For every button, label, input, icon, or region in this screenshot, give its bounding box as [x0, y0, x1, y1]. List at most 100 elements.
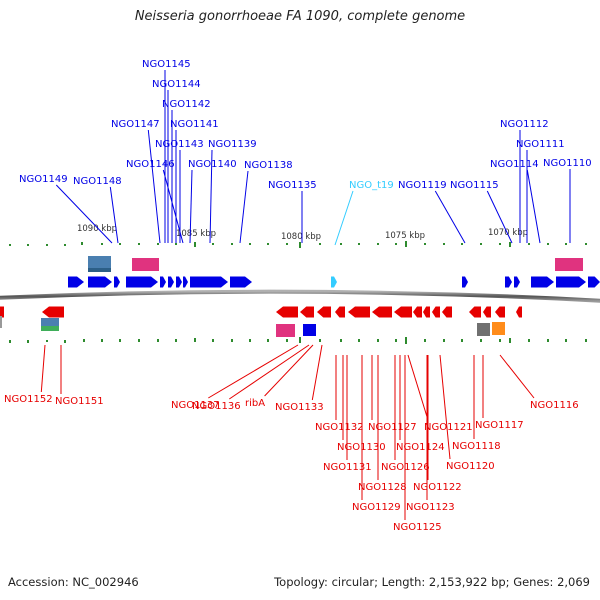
scale-tick-bottom — [299, 337, 301, 343]
gene-arrow-reverse — [423, 306, 430, 318]
scale-tick-bottom — [509, 338, 511, 343]
scale-tick-top — [480, 243, 482, 245]
gene-label-ngo1122: NGO1122 — [413, 355, 462, 493]
gene-leader-line — [40, 344, 46, 393]
gene-arrow-reverse — [516, 306, 522, 318]
gene-arrow-reverse — [469, 306, 481, 318]
gene-label-ngo1121: NGO1121 — [407, 354, 473, 433]
scale-tick-top — [46, 244, 48, 246]
gene-name-text: NGO1138 — [244, 160, 293, 171]
gene-label-ngo1132: NGO1132 — [315, 355, 364, 433]
feature-box — [132, 258, 159, 271]
gene-label-ngo1117: NGO1117 — [475, 355, 524, 431]
gene-arrow-reverse — [413, 306, 422, 318]
scale-tick-bottom — [212, 339, 214, 342]
gene-name-text: NGO1128 — [358, 482, 407, 493]
gene-arrow-forward — [190, 276, 228, 288]
gene-label-ngo1137: NGO1137 — [171, 344, 299, 411]
gene-arrow-forward — [462, 276, 468, 288]
gene-label-ngo1145: NGO1145 — [142, 59, 191, 243]
scale-label: 1090 kbp — [77, 224, 117, 234]
gene-name-text: NGO1114 — [490, 159, 539, 170]
gene-name-text: NGO1129 — [352, 502, 401, 513]
gene-leader-line — [264, 344, 314, 397]
scale-tick-top — [461, 243, 463, 245]
scale-tick-top — [319, 243, 321, 245]
gene-label-ngo1147: NGO1147 — [111, 119, 161, 244]
scale-tick-top — [405, 241, 407, 247]
gene-label-riba: ribA — [245, 344, 314, 409]
scale-tick-bottom — [424, 339, 426, 342]
gene-label-ngo1138: NGO1138 — [239, 160, 293, 244]
gene-label-ngo1136: NGO1136 — [192, 344, 310, 412]
gene-leader-line — [526, 169, 541, 244]
feature-box — [555, 258, 583, 271]
gene-label-ngo1149: NGO1149 — [19, 174, 113, 244]
gene-name-text: NGO1130 — [337, 442, 386, 453]
gene-label-ngo1124: NGO1124 — [396, 355, 445, 453]
gene-arrow-forward — [230, 276, 252, 288]
scale-tick-bottom — [119, 339, 121, 342]
gene-name-text: NGO1145 — [142, 59, 191, 70]
scale-tick-top — [101, 243, 103, 245]
scale-tick-bottom — [101, 339, 103, 342]
gene-leader-line — [55, 184, 113, 244]
gene-label-ngo1151: NGO1151 — [55, 345, 104, 407]
gene-name-text: NGO1132 — [315, 422, 364, 433]
gene-label-ngo1146: NGO1146 — [126, 159, 184, 244]
gene-arrow-reverse — [300, 306, 314, 318]
gene-leader-line — [209, 149, 213, 244]
scale-tick-top — [119, 243, 121, 245]
gene-name-text: NGO1149 — [19, 174, 68, 185]
feature-box — [88, 268, 111, 272]
gene-leader-line — [407, 354, 429, 421]
gene-leader-line — [109, 186, 119, 244]
scale-tick-top — [27, 244, 29, 246]
gene-arrow-reverse — [495, 306, 505, 318]
feature-box — [303, 324, 316, 336]
feature-box — [276, 324, 295, 337]
scale-tick-top — [212, 243, 214, 245]
scale-tick-top — [249, 243, 251, 245]
gene-arrow-forward — [556, 276, 586, 288]
gene-label-ngo1110: NGO1110 — [543, 158, 592, 243]
gene-name-text: NGO1140 — [188, 159, 237, 170]
scale-tick-bottom — [9, 340, 11, 343]
gene-leader-line — [147, 129, 161, 244]
gene-name-text: NGO1124 — [396, 442, 445, 453]
scale-tick-top — [299, 242, 301, 248]
gene-leader-line — [208, 344, 299, 399]
scale-tick-bottom — [480, 339, 482, 342]
gene-name-text: NGO1127 — [368, 422, 417, 433]
gene-name-text: NGO1131 — [323, 462, 372, 473]
gene-arrow-reverse — [372, 306, 392, 318]
gene-name-text: NGO1152 — [4, 394, 53, 405]
gene-name-text: NGO1141 — [170, 119, 219, 130]
feature-box — [41, 318, 59, 326]
scale-tick-top — [395, 243, 397, 245]
gene-label-ngo1139: NGO1139 — [208, 139, 257, 244]
gene-label-ngo1111: NGO1111 — [516, 139, 565, 243]
gene-label-ngo1152: NGO1152 — [4, 344, 53, 405]
gene-label-ngo1119: NGO1119 — [398, 180, 466, 244]
genome-backbone-line — [0, 289, 600, 303]
gene-leader-line — [239, 170, 249, 244]
scale-tick-top — [267, 243, 269, 245]
gene-arrow-reverse — [394, 306, 412, 318]
scale-tick-top — [528, 243, 530, 245]
scale-tick-bottom — [585, 339, 587, 342]
scale-tick-top — [157, 243, 159, 245]
feature-box — [88, 256, 111, 268]
scale-tick-bottom — [547, 339, 549, 342]
scale-tick-bottom — [27, 340, 29, 343]
scale-tick-top — [509, 242, 511, 247]
scale-tick-bottom — [340, 339, 342, 342]
gene-arrow-forward — [588, 276, 600, 288]
gene-arrow-forward — [176, 276, 182, 288]
scale-tick-top — [565, 243, 567, 245]
gene-arrow-forward — [126, 276, 158, 288]
scale-tick-bottom — [565, 339, 567, 342]
feature-box — [492, 322, 505, 335]
gene-arrow-forward — [183, 276, 188, 288]
gene-name-text: NGO1125 — [393, 522, 442, 533]
